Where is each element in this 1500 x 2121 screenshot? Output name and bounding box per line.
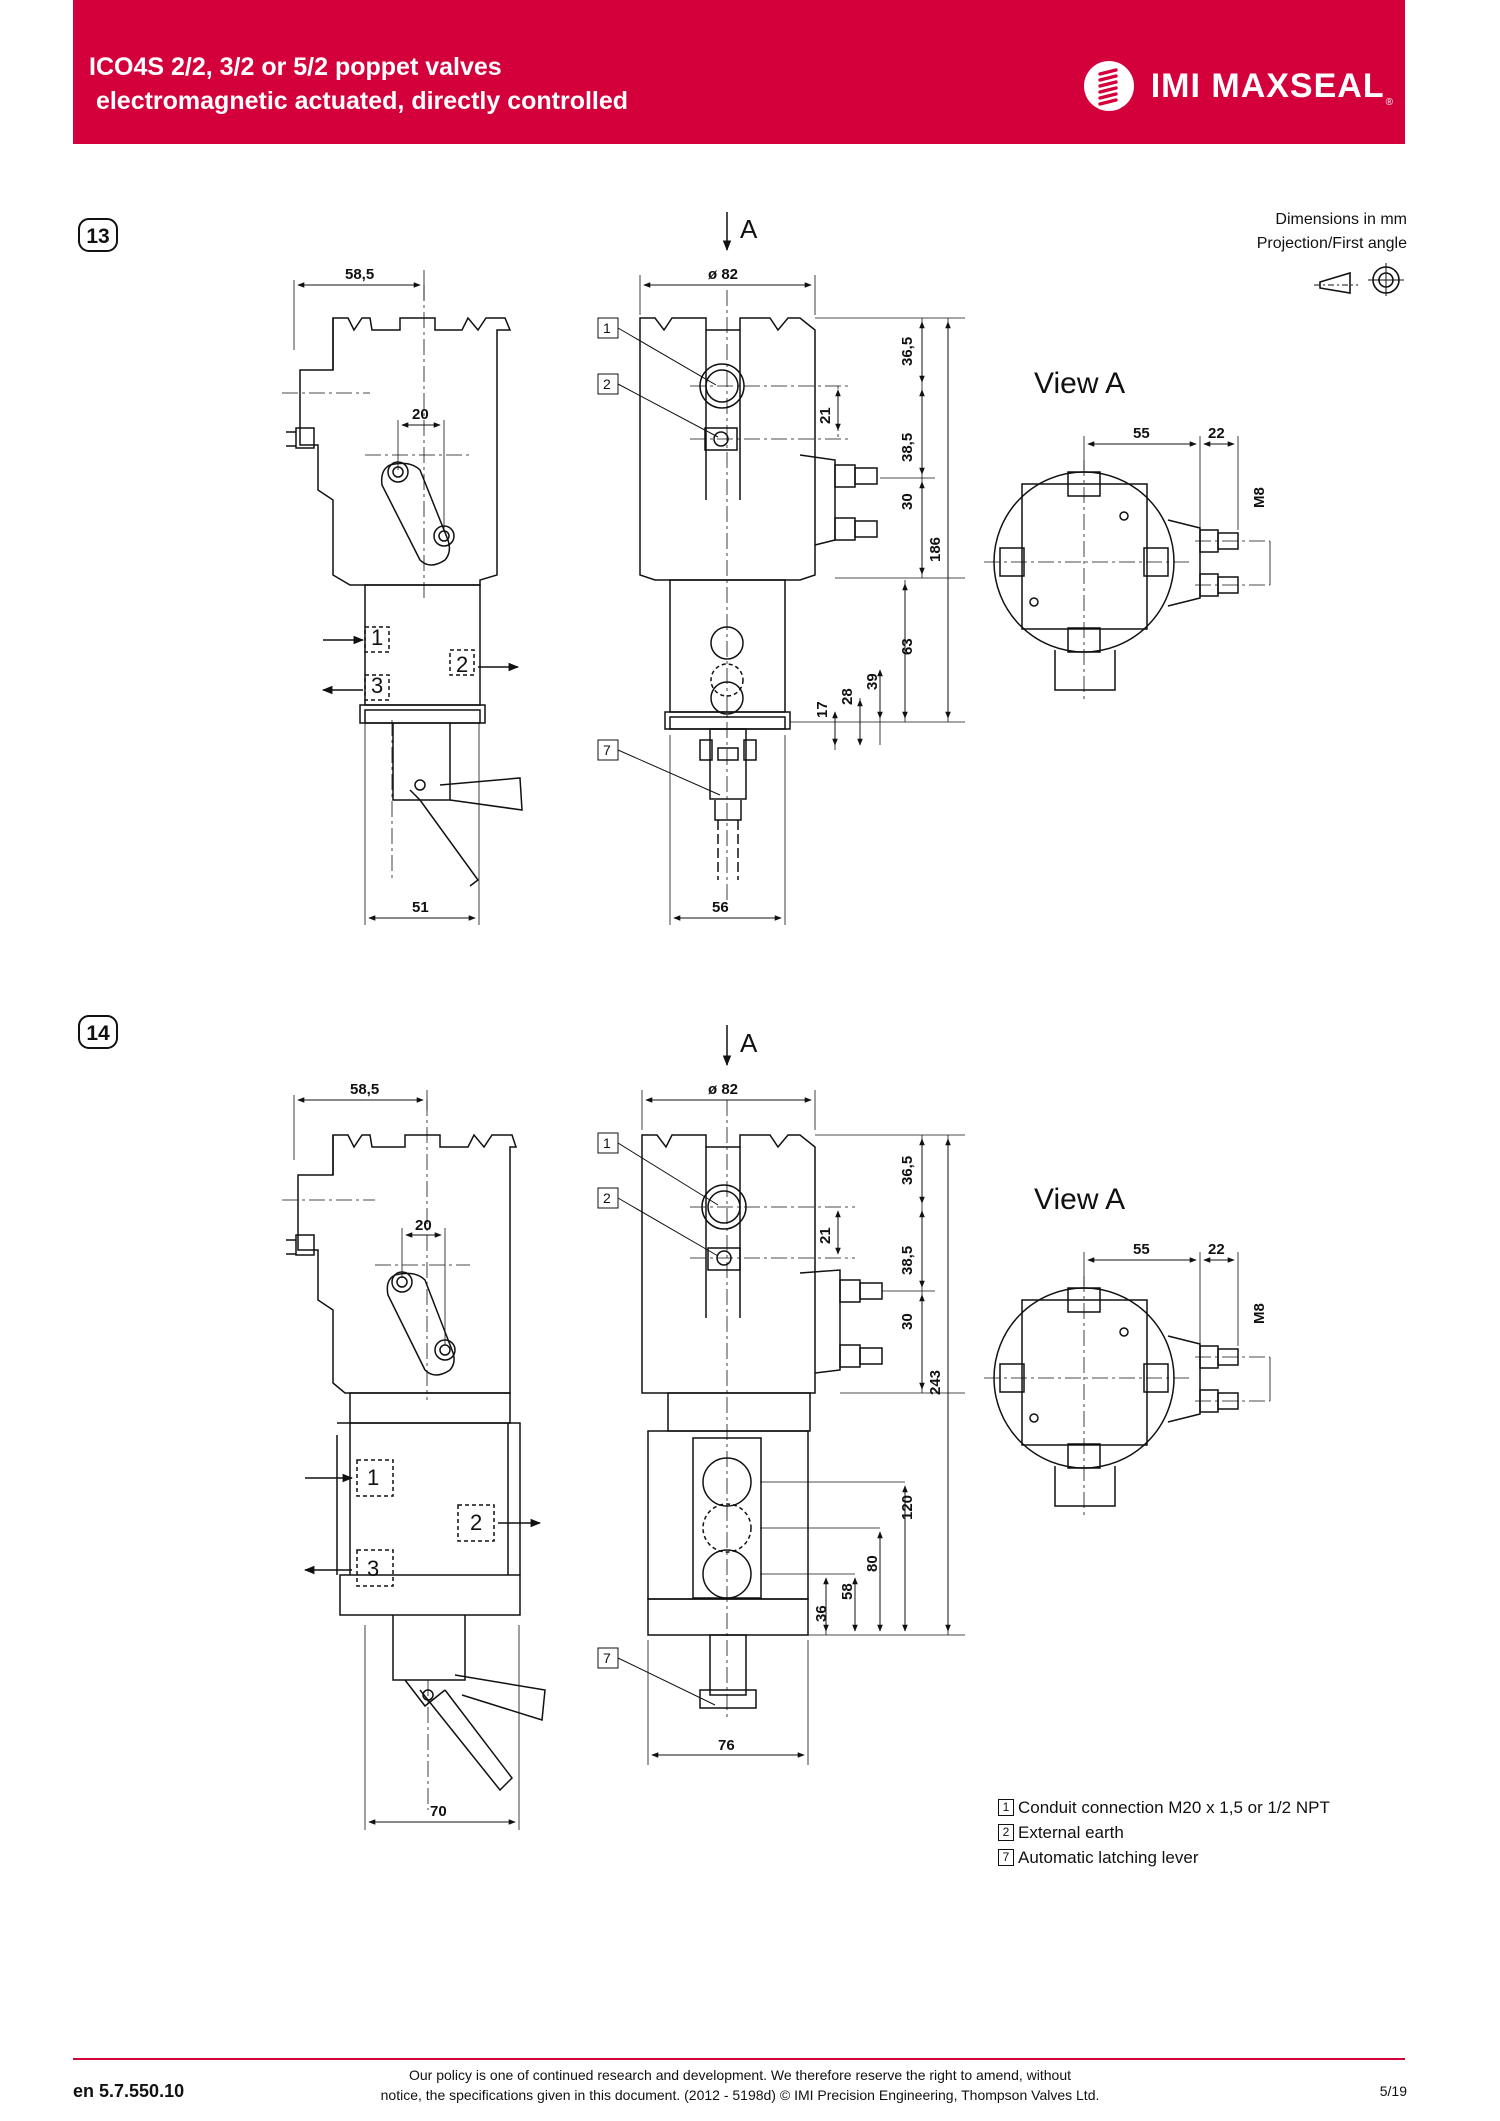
fig14-dim-d5: 120 (899, 1495, 916, 1520)
fig14-port-2: 2 (470, 1510, 482, 1535)
fig13-dim-d8: 17 (814, 701, 831, 718)
figure-14-number: 14 (78, 1015, 118, 1049)
fig14-dim-top-width: 58,5 (350, 1081, 379, 1098)
legend-text: Conduit connection M20 x 1,5 or 1/2 NPT (1018, 1798, 1330, 1817)
fig14-view-thread: M8 (1251, 1303, 1268, 1324)
fig13-view-arrow-label: A (740, 214, 758, 244)
first-angle-projection-icon (1314, 263, 1404, 296)
fig13-port-1: 1 (371, 625, 383, 650)
fig14-dim-d6: 80 (864, 1555, 881, 1572)
fig14-callout-1: 1 (603, 1135, 611, 1151)
fig14-view-a (993, 1287, 1239, 1507)
figure-13-number: 13 (78, 218, 118, 252)
fig13-side-view (286, 316, 523, 887)
page-number: 5/19 (1379, 2083, 1407, 2099)
fig13-dim-d3: 38,5 (899, 433, 916, 462)
fig14-view-w2: 22 (1208, 1241, 1225, 1258)
fig13-port-2: 2 (456, 652, 468, 677)
legend-item: 1 Conduit connection M20 x 1,5 or 1/2 NP… (998, 1795, 1330, 1820)
legend-item: 7 Automatic latching lever (998, 1845, 1330, 1870)
fig14-dim-total: 243 (927, 1370, 944, 1395)
header-banner: ICO4S 2/2, 3/2 or 5/2 poppet valves elec… (73, 0, 1405, 144)
legend-key: 1 (998, 1799, 1014, 1816)
fig13-dim-d5: 63 (899, 638, 916, 655)
dimensions-note: Dimensions in mm (1275, 211, 1407, 228)
fig13-dim-top-width: 58,5 (345, 266, 374, 283)
fig14-dim-bottom-width: 70 (430, 1803, 447, 1820)
fig13-dim-d2: 21 (817, 407, 834, 424)
document-title: ICO4S 2/2, 3/2 or 5/2 poppet valves elec… (89, 53, 629, 115)
document-code: en 5.7.550.10 (73, 2081, 185, 2101)
fig14-dim-front-bottom: 76 (718, 1737, 735, 1754)
fig14-dim-d4: 30 (899, 1313, 916, 1330)
fig14-dim-d1: 36,5 (899, 1156, 916, 1185)
fig13-callout-7: 7 (603, 742, 611, 758)
fig13-view-w1: 55 (1133, 425, 1150, 442)
fig13-view-w2: 22 (1208, 425, 1225, 442)
fig13-front-view (639, 317, 878, 880)
fig14-dim-d7: 58 (839, 1583, 856, 1600)
fig13-view-title: View A (1034, 367, 1125, 400)
projection-note: Projection/First angle (1256, 235, 1407, 252)
registered-mark: ® (1385, 97, 1393, 108)
legend-key: 2 (998, 1824, 1014, 1841)
fig13-dim-total: 186 (927, 537, 944, 562)
fig13-port-3: 3 (371, 673, 383, 698)
fig14-dim-d8: 36 (813, 1605, 830, 1622)
fig14-view-title: View A (1034, 1183, 1125, 1216)
fig14-port-3: 3 (367, 1556, 379, 1581)
fig13-dim-diameter: ø 82 (708, 266, 738, 283)
legend-key: 7 (998, 1849, 1014, 1866)
imi-logo-icon (1083, 61, 1134, 111)
fig13-dim-d7: 28 (839, 688, 856, 705)
fig13-dim-front-bottom: 56 (712, 899, 729, 916)
fig14-side-view (286, 1133, 546, 1792)
policy-note: Our policy is one of continued research … (380, 2067, 1100, 2103)
fig14-dim-bolt-spacing: 20 (415, 1217, 432, 1234)
fig13-dim-d4: 30 (899, 493, 916, 510)
fig13-dim-d1: 36,5 (899, 337, 916, 366)
fig13-view-thread: M8 (1251, 487, 1268, 508)
fig14-view-arrow-label: A (740, 1028, 758, 1058)
units-note: Dimensions in mm Projection/First angle (1257, 208, 1407, 256)
legend-text: External earth (1018, 1823, 1124, 1842)
fig13-callout-1: 1 (603, 320, 611, 336)
fig14-callout-2: 2 (603, 1190, 611, 1206)
callout-legend: 1 Conduit connection M20 x 1,5 or 1/2 NP… (998, 1795, 1330, 1870)
fig13-dim-d6: 39 (864, 673, 881, 690)
fig14-view-w1: 55 (1133, 1241, 1150, 1258)
fig14-port-1: 1 (367, 1465, 379, 1490)
fig13-view-a (993, 471, 1239, 691)
fig14-callout-7: 7 (603, 1650, 611, 1666)
legend-text: Automatic latching lever (1018, 1848, 1199, 1867)
fig13-dim-bottom-width: 51 (412, 899, 429, 916)
footer-divider (73, 2058, 1405, 2060)
legend-item: 2 External earth (998, 1820, 1330, 1845)
brand-name: IMI MAXSEAL (1150, 66, 1385, 105)
fig13-dim-bolt-spacing: 20 (412, 406, 429, 423)
fig13-callout-2: 2 (603, 376, 611, 392)
fig14-dim-diameter: ø 82 (708, 1081, 738, 1098)
fig14-dim-d2: 21 (817, 1227, 834, 1244)
fig14-front-view (641, 1134, 883, 1709)
fig14-dim-d3: 38,5 (899, 1246, 916, 1275)
brand: IMI MAXSEAL ® (1083, 60, 1393, 112)
